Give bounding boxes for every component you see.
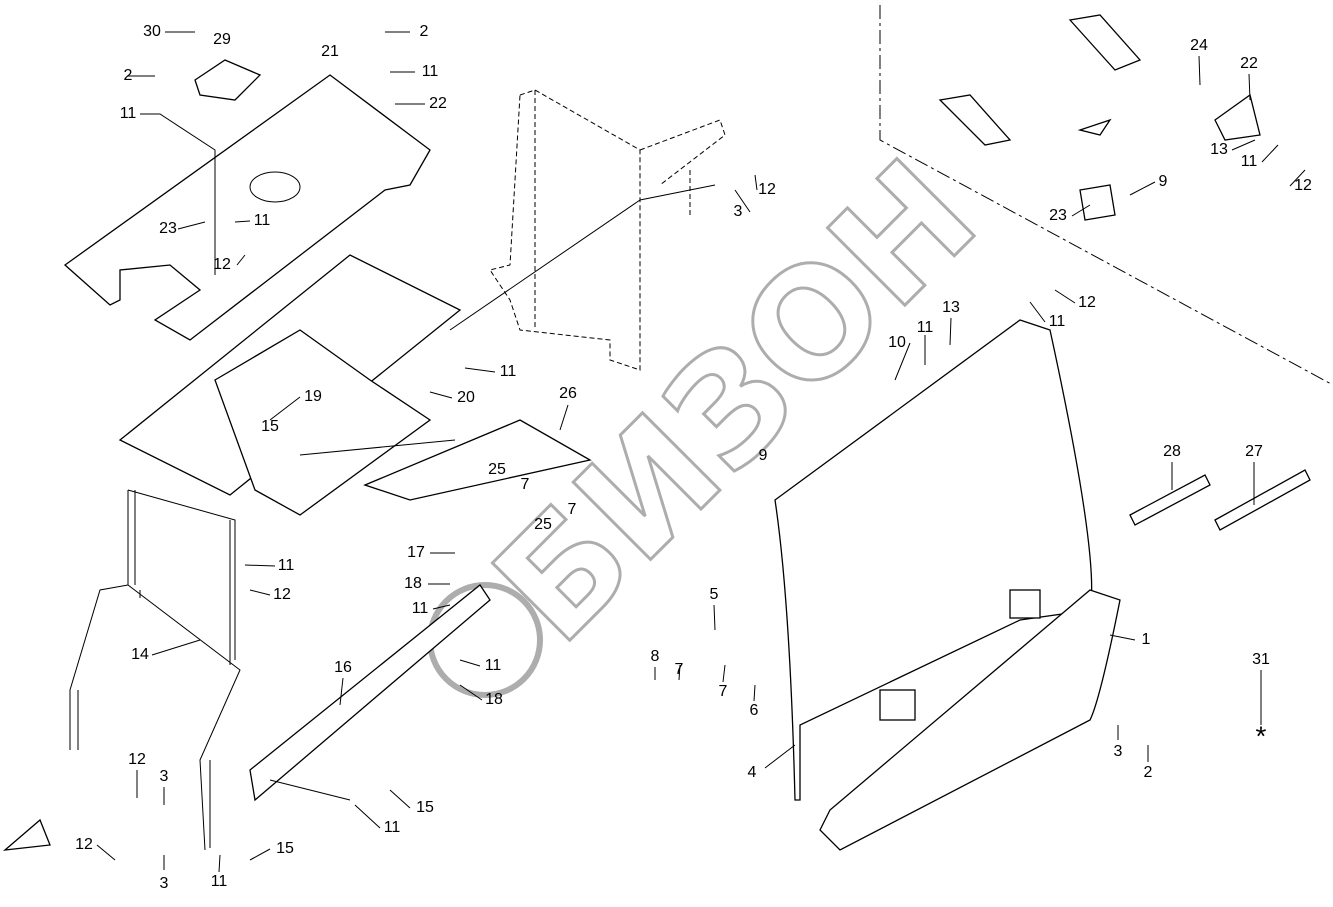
callout-label-3: 3 bbox=[734, 203, 743, 220]
callout-label-4: 4 bbox=[748, 764, 757, 781]
callout-label-3: 3 bbox=[1114, 743, 1123, 760]
callout-label-27: 27 bbox=[1245, 443, 1263, 460]
callout-label-7: 7 bbox=[719, 683, 728, 700]
callout-label-30: 30 bbox=[143, 23, 161, 40]
callout-label-6: 6 bbox=[750, 702, 759, 719]
callout-label-7: 7 bbox=[521, 476, 530, 493]
callout-label-2: 2 bbox=[1144, 764, 1153, 781]
callout-label-14: 14 bbox=[131, 646, 149, 663]
callout-label-2: 2 bbox=[124, 67, 133, 84]
callout-label-asterisk: * bbox=[1256, 720, 1267, 751]
callout-label-11: 11 bbox=[422, 63, 439, 80]
callout-label-12: 12 bbox=[213, 256, 231, 273]
callout-label-21: 21 bbox=[321, 43, 339, 60]
callout-label-9: 9 bbox=[1159, 173, 1168, 190]
chassis-frame bbox=[489, 89, 726, 371]
boundary-line bbox=[879, 5, 1333, 386]
callout-label-8: 8 bbox=[651, 648, 660, 665]
callout-label-11: 11 bbox=[1241, 153, 1258, 170]
callout-label-11: 11 bbox=[500, 363, 517, 380]
callout-label-11: 11 bbox=[120, 105, 137, 122]
callout-label-11: 11 bbox=[254, 212, 271, 229]
callout-label-29: 29 bbox=[213, 31, 231, 48]
callout-label-26: 26 bbox=[559, 385, 577, 402]
callout-label-11: 11 bbox=[1049, 313, 1066, 330]
callout-label-12: 12 bbox=[1294, 177, 1312, 194]
callout-label-19: 19 bbox=[304, 388, 322, 405]
callout-label-24: 24 bbox=[1190, 37, 1208, 54]
callout-label-25: 25 bbox=[488, 461, 506, 478]
callout-label-11: 11 bbox=[278, 557, 295, 574]
callout-label-22: 22 bbox=[429, 95, 447, 112]
top-cover-plate bbox=[63, 74, 431, 341]
callout-label-15: 15 bbox=[416, 799, 434, 816]
callout-label-16: 16 bbox=[334, 659, 352, 676]
callout-label-10: 10 bbox=[888, 334, 906, 351]
callout-label-9: 9 bbox=[759, 447, 768, 464]
callout-label-12: 12 bbox=[128, 751, 146, 768]
callout-label-11: 11 bbox=[211, 873, 228, 890]
callout-label-12: 12 bbox=[758, 181, 776, 198]
callout-label-12: 12 bbox=[273, 586, 291, 603]
callout-label-18: 18 bbox=[404, 575, 422, 592]
callout-label-17: 17 bbox=[407, 544, 425, 561]
callout-label-13: 13 bbox=[942, 299, 960, 316]
callout-label-28: 28 bbox=[1163, 443, 1181, 460]
callout-label-11: 11 bbox=[485, 657, 502, 674]
callout-label-13: 13 bbox=[1210, 141, 1228, 158]
callout-label-1: 1 bbox=[1142, 631, 1151, 648]
callout-label-18: 18 bbox=[485, 691, 503, 708]
callout-label-23: 23 bbox=[159, 220, 177, 237]
door-panel bbox=[774, 319, 1093, 801]
callout-label-12: 12 bbox=[75, 836, 93, 853]
callout-label-7: 7 bbox=[675, 661, 684, 678]
callout-label-2: 2 bbox=[420, 23, 429, 40]
callout-label-15: 15 bbox=[276, 840, 294, 857]
callout-label-25: 25 bbox=[534, 516, 552, 533]
callout-label-11: 11 bbox=[917, 319, 934, 336]
callout-label-7: 7 bbox=[568, 501, 577, 518]
callout-label-12: 12 bbox=[1078, 294, 1096, 311]
callout-label-15: 15 bbox=[261, 418, 279, 435]
callout-label-3: 3 bbox=[160, 875, 169, 892]
callout-label-23: 23 bbox=[1049, 207, 1067, 224]
callout-label-31: 31 bbox=[1252, 651, 1270, 668]
callout-label-11: 11 bbox=[384, 819, 401, 836]
callout-label-11: 11 bbox=[412, 600, 429, 617]
callout-label-20: 20 bbox=[457, 389, 475, 406]
callout-label-3: 3 bbox=[160, 768, 169, 785]
callout-label-5: 5 bbox=[710, 586, 719, 603]
callout-label-22: 22 bbox=[1240, 55, 1258, 72]
